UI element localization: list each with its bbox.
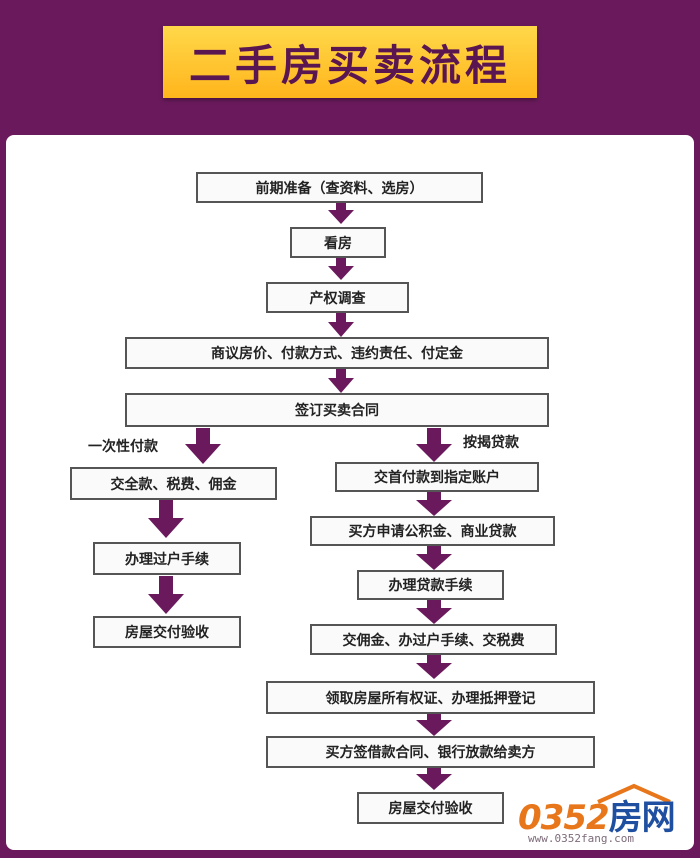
- node-preparation: 前期准备（查资料、选房）: [196, 172, 483, 203]
- node-negotiation: 商议房价、付款方式、违约责任、付定金: [125, 337, 549, 369]
- node-down-payment: 交首付款到指定账户: [335, 462, 539, 492]
- arrow-r3-r4: [416, 600, 452, 624]
- node-full-payment: 交全款、税费、佣金: [70, 467, 277, 500]
- node-commission-transfer-tax: 交佣金、办过户手续、交税费: [310, 624, 557, 655]
- arrow-r2-r3: [416, 546, 452, 570]
- arrow-n2-n3: [328, 258, 354, 280]
- site-logo: 0352房网 www.0352fang.com: [506, 782, 692, 852]
- node-viewing: 看房: [290, 227, 386, 258]
- arrow-n4-n5: [328, 369, 354, 393]
- logo-url: www.0352fang.com: [528, 832, 634, 845]
- title-banner: 二手房买卖流程: [163, 26, 537, 98]
- branch-label-mortgage: 按揭贷款: [463, 435, 519, 451]
- page-title: 二手房买卖流程: [188, 40, 511, 90]
- arrow-n3-n4: [328, 313, 354, 337]
- arrow-n1-n2: [328, 202, 354, 224]
- arrow-r5-r6: [416, 714, 452, 736]
- logo-brand-cn: 房网: [608, 798, 676, 838]
- arrow-r6-r7: [416, 768, 452, 790]
- logo-brand: 0352: [518, 798, 610, 838]
- node-certificate-mortgage: 领取房屋所有权证、办理抵押登记: [266, 681, 595, 714]
- node-loan-contract: 买方签借款合同、银行放款给卖方: [266, 736, 595, 768]
- roof-icon: [597, 783, 671, 804]
- arrow-l1-l2: [148, 500, 184, 538]
- node-handover-left: 房屋交付验收: [93, 616, 241, 648]
- arrow-n5-l1: [185, 428, 221, 464]
- node-loan-procedure: 办理贷款手续: [357, 570, 504, 600]
- node-transfer-left: 办理过户手续: [93, 542, 241, 575]
- arrow-l2-l3: [148, 576, 184, 614]
- node-loan-application: 买方申请公积金、商业贷款: [310, 516, 555, 546]
- arrow-r1-r2: [416, 492, 452, 516]
- node-sign-contract: 签订买卖合同: [125, 393, 549, 427]
- arrow-r4-r5: [416, 655, 452, 679]
- node-title-check: 产权调查: [266, 282, 409, 313]
- arrow-n5-r1: [416, 428, 452, 462]
- branch-label-full-payment: 一次性付款: [88, 439, 158, 455]
- node-handover-right: 房屋交付验收: [357, 792, 504, 824]
